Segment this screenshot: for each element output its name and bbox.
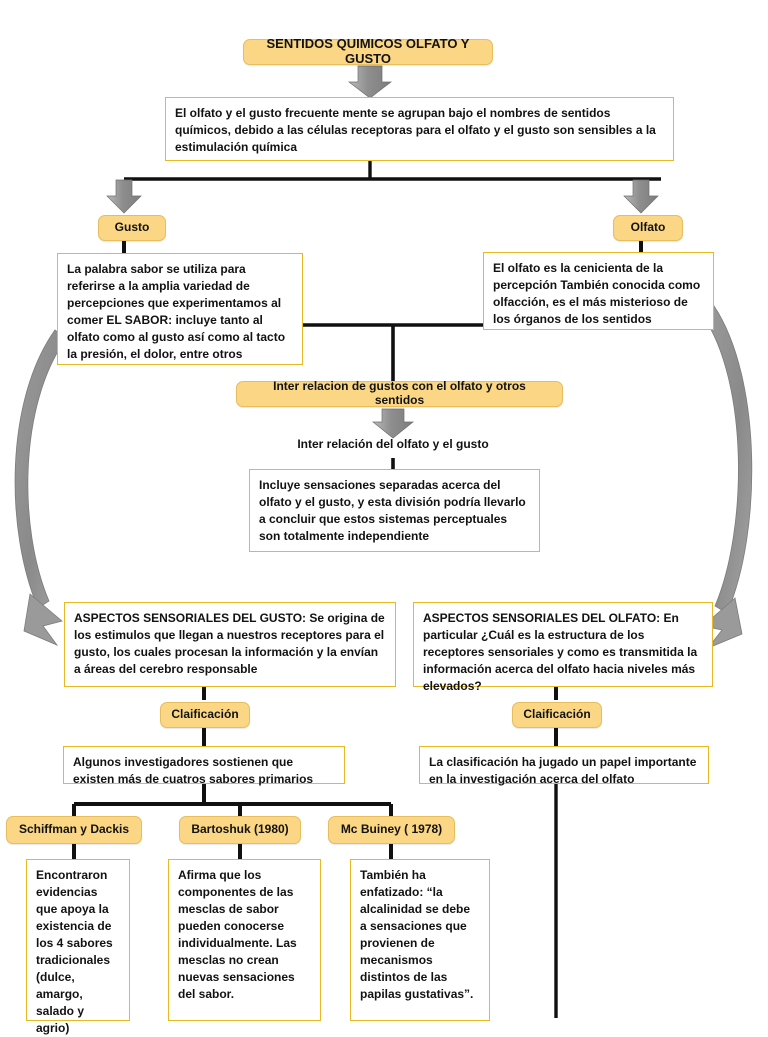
node-author-mcbuiney-box[interactable]: También ha enfatizado: “la alcalinidad s… xyxy=(350,859,490,1021)
node-aspectos-gusto[interactable]: ASPECTOS SENSORIALES DEL GUSTO: Se origi… xyxy=(64,602,396,687)
interrelacion-pill-label: Inter relacion de gustos con el olfato y… xyxy=(273,379,526,407)
node-author-bartoshuk[interactable]: Bartoshuk (1980) xyxy=(179,816,301,844)
olfato-definition-text: El olfato es la cenicienta de la percepc… xyxy=(493,261,701,327)
author-bartoshuk-label: Bartoshuk (1980) xyxy=(191,822,289,837)
branch-olfato-label: Olfato xyxy=(630,220,666,235)
node-author-schiffman[interactable]: Schiffman y Dackis xyxy=(6,816,142,844)
node-gusto-definition[interactable]: La palabra sabor se utiliza para referir… xyxy=(57,253,303,365)
node-clasificacion-gusto[interactable]: Claificación xyxy=(160,702,250,728)
aspectos-gusto-text: ASPECTOS SENSORIALES DEL GUSTO: Se origi… xyxy=(74,611,385,677)
interrelacion-box-text: Incluye sensaciones separadas acerca del… xyxy=(259,478,526,544)
node-clasif-olfato-box[interactable]: La clasificación ha jugado un papel impo… xyxy=(419,746,709,787)
curved-arrow-left-gusto xyxy=(14,329,67,646)
author-mcbuiney-text: También ha enfatizado: “la alcalinidad s… xyxy=(360,868,474,1002)
clasif-gusto-text: Algunos investigadores sostienen que exi… xyxy=(73,755,314,787)
branch-gusto-label: Gusto xyxy=(114,220,150,235)
arrow-interrelacion-to-caption xyxy=(372,408,414,439)
node-branch-gusto[interactable]: Gusto xyxy=(98,215,166,241)
node-author-bartoshuk-box[interactable]: Afirma que los componentes de las mescla… xyxy=(168,859,321,1021)
clasificacion-olfato-label: Claificación xyxy=(523,707,591,722)
arrow-title-to-intro xyxy=(347,65,393,99)
node-clasif-gusto-box[interactable]: Algunos investigadores sostienen que exi… xyxy=(63,746,345,787)
node-author-mcbuiney[interactable]: Mc Buiney ( 1978) xyxy=(328,816,455,844)
node-intro-box[interactable]: El olfato y el gusto frecuente mente se … xyxy=(165,97,674,161)
node-interrelacion-box[interactable]: Incluye sensaciones separadas acerca del… xyxy=(249,469,540,552)
interrelacion-caption-label: Inter relación del olfato y el gusto xyxy=(297,437,489,451)
node-aspectos-olfato[interactable]: ASPECTOS SENSORIALES DEL OLFATO: En part… xyxy=(413,602,713,693)
node-branch-olfato[interactable]: Olfato xyxy=(613,215,683,241)
author-schiffman-label: Schiffman y Dackis xyxy=(18,822,130,837)
gusto-definition-text: La palabra sabor se utiliza para referir… xyxy=(67,262,286,362)
arrow-bus-to-olfato xyxy=(623,179,659,214)
node-interrelacion-pill[interactable]: Inter relacion de gustos con el olfato y… xyxy=(236,379,563,407)
node-author-schiffman-box[interactable]: Encontraron evidencias que apoya la exis… xyxy=(26,859,130,1035)
curved-arrow-right-olfato xyxy=(702,305,753,649)
aspectos-olfato-text: ASPECTOS SENSORIALES DEL OLFATO: En part… xyxy=(423,611,698,694)
clasif-olfato-text: La clasificación ha jugado un papel impo… xyxy=(429,755,697,787)
node-interrelacion-caption: Inter relación del olfato y el gusto xyxy=(253,437,533,451)
author-schiffman-text: Encontraron evidencias que apoya la exis… xyxy=(36,868,113,1036)
node-root-title[interactable]: SENTIDOS QUIMICOS OLFATO Y GUSTO xyxy=(243,36,493,66)
node-olfato-definition[interactable]: El olfato es la cenicienta de la percepc… xyxy=(483,252,714,330)
author-bartoshuk-text: Afirma que los componentes de las mescla… xyxy=(178,868,297,1002)
author-mcbuiney-label: Mc Buiney ( 1978) xyxy=(340,822,443,837)
arrow-bus-to-gusto xyxy=(106,179,142,214)
node-clasificacion-olfato[interactable]: Claificación xyxy=(512,702,602,728)
root-title-label: SENTIDOS QUIMICOS OLFATO Y GUSTO xyxy=(266,36,470,66)
intro-text: El olfato y el gusto frecuente mente se … xyxy=(175,106,656,155)
clasificacion-gusto-label: Claificación xyxy=(171,707,239,722)
